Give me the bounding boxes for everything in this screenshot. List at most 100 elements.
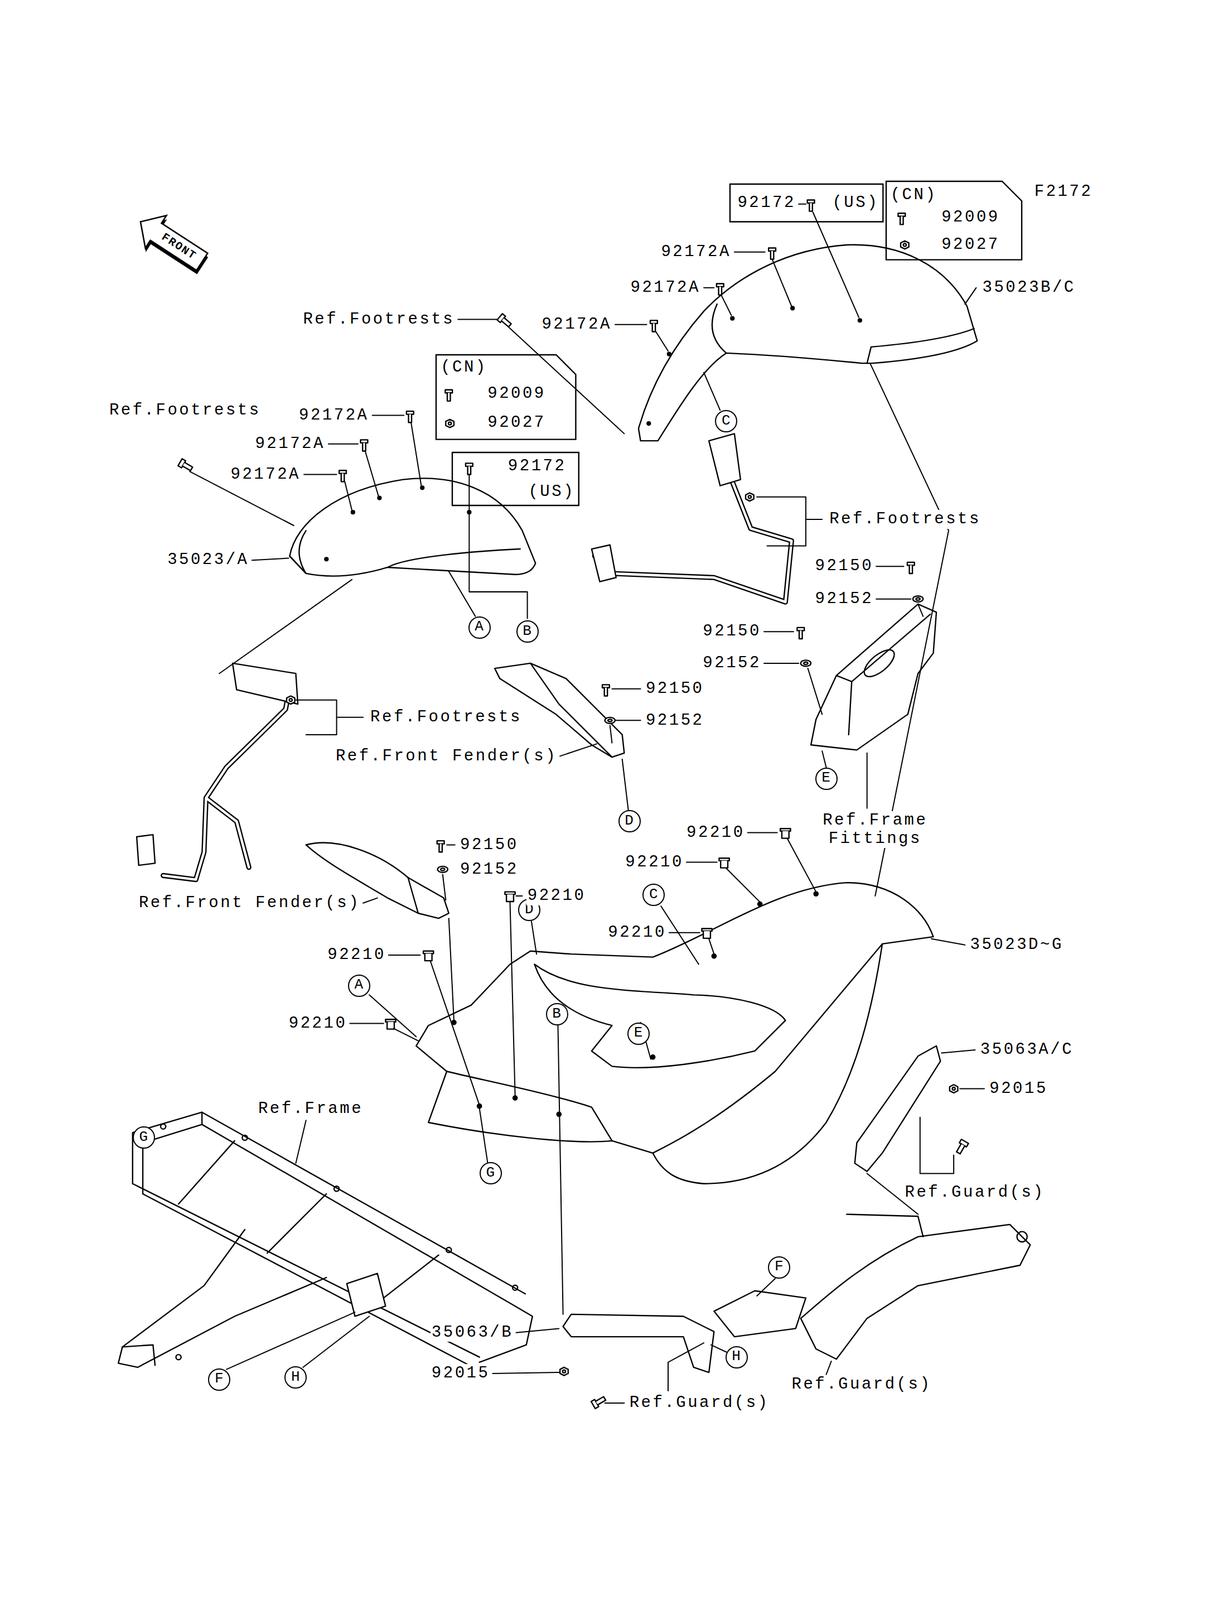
callout-label: Ref.Footrests <box>369 707 524 727</box>
callout-label: 92210 <box>624 852 685 872</box>
hardware-icon <box>437 866 448 873</box>
hardware-icon <box>897 213 906 225</box>
front-fender-upper <box>377 496 381 500</box>
callout-label: Ref.Footrests <box>108 400 263 420</box>
leader-line <box>931 938 965 945</box>
node-text: 92009 <box>487 384 546 403</box>
leader-line <box>615 324 669 352</box>
callout-label: 92150 <box>644 679 706 698</box>
hardware-icon <box>437 840 445 852</box>
hardware-icon <box>360 439 369 451</box>
footrest-bracket <box>745 492 754 501</box>
hardware-icon <box>907 562 915 574</box>
leader-line <box>756 496 823 546</box>
leader-line <box>295 699 364 735</box>
node-text: (CN) <box>440 358 488 377</box>
callout-letter: A <box>354 976 364 994</box>
hardware-icon <box>900 240 910 250</box>
callout-letter: G <box>139 1128 149 1146</box>
footrest-bracket <box>136 834 156 865</box>
callout-label: 92210 <box>606 922 668 942</box>
frame <box>512 1284 518 1290</box>
callout-label: Ref.Guard(s) <box>628 1393 771 1412</box>
hardware-icon <box>177 200 969 1409</box>
reference-letter: B <box>545 1002 569 1026</box>
leader-line <box>189 204 985 1403</box>
rear-fender-upper <box>712 303 727 354</box>
region-box: (CN)9200992027 <box>885 180 1023 261</box>
arrow-shadow <box>130 209 214 283</box>
front-fender-upper <box>351 510 355 514</box>
leader-line <box>764 631 823 714</box>
main-body-panel <box>712 953 717 958</box>
region-box: 92172 (US) <box>729 183 884 223</box>
reference-letter: D <box>618 809 641 833</box>
hardware-icon <box>718 857 729 868</box>
hardware-icon <box>406 411 414 423</box>
callout-label: 92152 <box>701 653 763 673</box>
callout-label: 92015 <box>430 1363 492 1382</box>
frame-fittings <box>810 603 937 751</box>
rear-fender-upper <box>638 244 978 441</box>
guard <box>846 1214 923 1237</box>
front-fender-upper <box>289 530 306 574</box>
callout-label: 92172A <box>629 278 702 297</box>
leader-line <box>941 1049 985 1089</box>
rear-fender-upper <box>646 421 651 425</box>
callout-letter: E <box>634 1024 644 1042</box>
guard <box>800 1224 1031 1359</box>
callout-label: 92172A <box>659 242 732 261</box>
leader-line <box>686 862 761 902</box>
leader-line <box>964 287 976 304</box>
frame-fittings <box>810 603 937 751</box>
callout-letter: E <box>821 769 831 787</box>
region-box: 92172(US) <box>451 451 580 506</box>
footrest-bracket <box>591 544 617 582</box>
hardware-icon <box>954 1138 969 1155</box>
front-fender-lower <box>408 877 419 913</box>
frame <box>242 1134 248 1140</box>
main-body-panel <box>653 943 883 1153</box>
callout-label: Ref.Front Fender(s) <box>334 746 559 766</box>
reference-letter: H <box>725 1345 748 1368</box>
leader-line <box>328 443 379 496</box>
callout-label: 92210 <box>526 886 588 905</box>
callout-label: 92210 <box>287 1013 349 1033</box>
front-fender-upper <box>289 477 536 576</box>
callout-label: Ref.Frame <box>257 1099 365 1118</box>
rear-fender-upper <box>730 316 734 321</box>
reference-letter: B <box>516 620 539 643</box>
leader-line <box>303 474 352 511</box>
hardware-icon <box>465 462 473 475</box>
reference-letter: C <box>642 883 665 906</box>
leader-line <box>457 319 625 434</box>
hardware-icon <box>716 283 724 296</box>
leader-line <box>363 897 378 903</box>
callout-label: 92210 <box>685 823 747 842</box>
leader-line <box>510 895 523 1096</box>
callout-label: 92172A <box>540 315 613 334</box>
main-body-panel <box>513 1095 517 1100</box>
leader-line <box>388 954 480 1105</box>
hardware-icon <box>701 927 712 938</box>
callout-label: 92172A <box>253 434 326 453</box>
frame <box>132 1183 480 1366</box>
leader-line <box>711 1278 776 1352</box>
footrest-bracket <box>286 695 296 704</box>
callout-letter: D <box>624 812 634 830</box>
callout-label: 92210 <box>326 945 388 964</box>
leader-line <box>622 759 629 810</box>
leader-line <box>610 688 641 743</box>
frame <box>334 1185 340 1191</box>
frame <box>176 1354 182 1360</box>
callout-label: 92172A <box>229 465 302 484</box>
main-body-panel <box>534 963 786 1067</box>
front-fender-upper <box>289 477 536 576</box>
callout-label: Ref.Guard(s) <box>904 1182 1047 1202</box>
leader-line <box>669 932 714 954</box>
node-text: 92172 <box>737 193 796 212</box>
hardware-icon <box>496 313 513 328</box>
node-text: (US) <box>832 193 879 212</box>
front-fender-strip <box>530 663 612 757</box>
hardware-icon <box>591 1394 607 1409</box>
